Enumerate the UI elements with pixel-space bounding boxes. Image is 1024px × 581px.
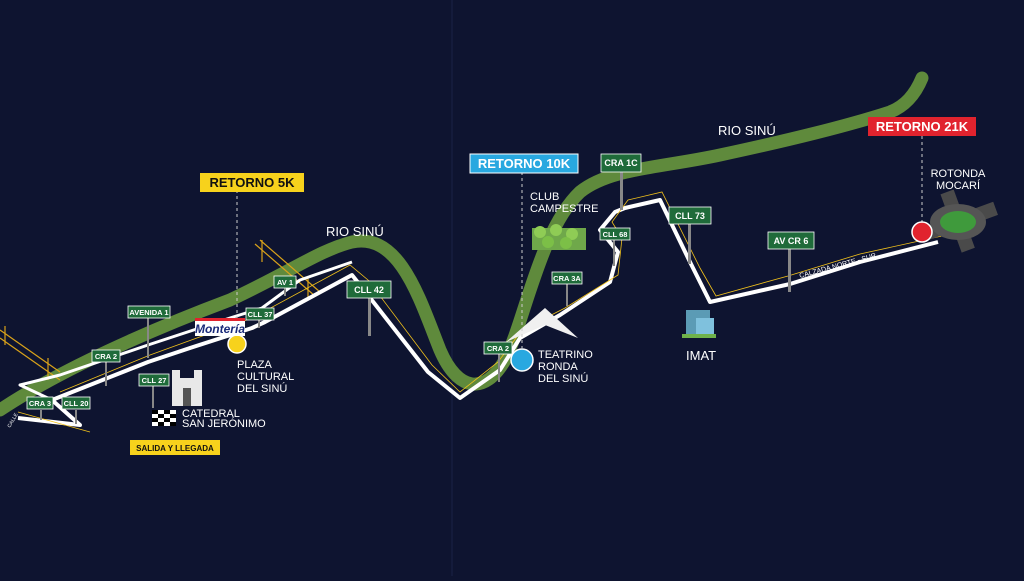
club-line-1: CLUB <box>530 191 559 203</box>
turnaround-21k-icon <box>911 221 933 243</box>
teatrino-line-2: RONDA <box>538 361 578 373</box>
street-sign-label: CLL 27 <box>142 376 167 385</box>
rotonda-mocari-icon <box>918 189 998 253</box>
rotonda-label: ROTONDA MOCARÍ <box>931 168 986 192</box>
street-sign-label: AV 1 <box>277 278 293 287</box>
turnaround-10k-icon <box>510 348 534 372</box>
catedral-label: CATEDRAL SAN JERÓNIMO <box>182 408 266 430</box>
street-sign: CLL 27 <box>138 373 170 387</box>
retorno-10k-badge: RETORNO 10K <box>469 153 579 174</box>
catedral-icon <box>172 370 202 406</box>
street-sign-label: CLL 37 <box>248 310 273 319</box>
street-sign-label: CLL 42 <box>354 285 384 295</box>
salida-llegada-label: SALIDA Y LLEGADA <box>136 444 214 453</box>
sign-posts <box>40 172 791 424</box>
calle-small-label: CALLE <box>7 412 20 429</box>
imat-label: IMAT <box>686 348 716 363</box>
river-label-left: RIO SINÚ <box>326 224 384 239</box>
plaza-line-1: PLAZA <box>237 359 273 371</box>
street-sign: CLL 68 <box>599 227 631 241</box>
bridge-left <box>0 326 61 381</box>
street-sign-label: AVENIDA 1 <box>129 308 168 317</box>
checkered-flag-icon <box>152 410 176 426</box>
street-sign: CLL 37 <box>245 307 275 321</box>
retorno-5k-label: RETORNO 5K <box>210 175 296 190</box>
catedral-line-1: CATEDRAL <box>182 408 240 420</box>
street-sign: AV 1 <box>273 275 297 289</box>
club-line-2: CAMPESTRE <box>530 203 598 215</box>
bridge-center <box>254 239 321 300</box>
catedral-line-2: SAN JERÓNIMO <box>182 417 266 430</box>
turnaround-5k-icon <box>227 334 247 354</box>
salida-llegada-badge: SALIDA Y LLEGADA <box>130 440 220 455</box>
monteria-logo-text: Montería <box>195 322 245 336</box>
street-sign-label: CRA 3A <box>553 274 581 283</box>
retorno-5k-badge: RETORNO 5K <box>200 173 304 192</box>
street-sign: CLL 20 <box>61 396 91 410</box>
street-sign-label: CLL 20 <box>64 399 89 408</box>
street-sign-label: CLL 73 <box>675 211 705 221</box>
street-sign: AV CR 6 <box>767 231 815 250</box>
teatrino-label: TEATRINO RONDA DEL SINÚ <box>538 349 593 385</box>
street-sign: AVENIDA 1 <box>127 305 171 319</box>
imat-building-icon <box>682 310 716 338</box>
retorno-10k-label: RETORNO 10K <box>478 156 571 171</box>
street-sign-label: CRA 2 <box>487 344 509 353</box>
street-sign-label: CLL 68 <box>603 230 628 239</box>
teatrino-tent-icon <box>506 308 578 342</box>
route-direction-outline <box>17 191 943 433</box>
plaza-line-3: DEL SINÚ <box>237 382 287 395</box>
calzada-label: CALZADA NORTE - SUR <box>799 253 877 280</box>
street-sign: CLL 73 <box>668 206 712 225</box>
street-sign: CRA 3 <box>26 396 54 410</box>
rotonda-line-1: ROTONDA <box>931 168 986 180</box>
street-sign: CRA 2 <box>483 341 513 355</box>
monteria-logo: Montería <box>195 318 245 336</box>
teatrino-line-1: TEATRINO <box>538 349 593 361</box>
rotonda-line-2: MOCARÍ <box>936 179 981 192</box>
retorno-21k-label: RETORNO 21K <box>876 119 969 134</box>
street-sign: CLL 42 <box>346 280 392 299</box>
street-sign-label: AV CR 6 <box>774 236 809 246</box>
street-sign-label: CRA 1C <box>604 158 638 168</box>
street-sign: CRA 3A <box>551 271 583 285</box>
river-label-right: RIO SINÚ <box>718 123 776 138</box>
retorno-21k-badge: RETORNO 21K <box>868 117 976 136</box>
street-sign: CRA 2 <box>91 349 121 363</box>
club-campestre-trees <box>532 224 586 250</box>
plaza-cultural-label: PLAZA CULTURAL DEL SINÚ <box>237 359 294 395</box>
street-sign-label: CRA 3 <box>29 399 51 408</box>
street-sign-label: CRA 2 <box>95 352 117 361</box>
street-sign: CRA 1C <box>600 153 642 173</box>
club-campestre-label: CLUB CAMPESTRE <box>530 191 598 215</box>
teatrino-line-3: DEL SINÚ <box>538 372 588 385</box>
plaza-line-2: CULTURAL <box>237 371 294 383</box>
